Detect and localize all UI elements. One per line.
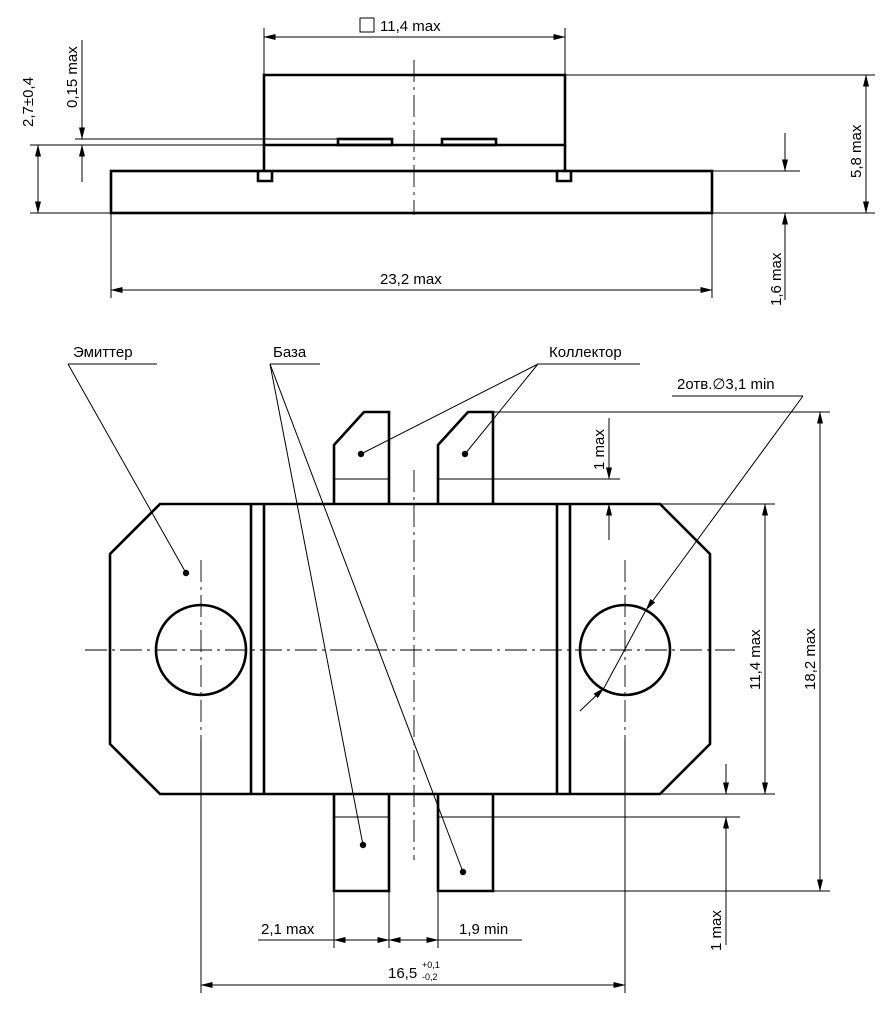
dim-flange-length: 23,2 max — [380, 271, 442, 288]
dim-lead-width: 2,1 max — [261, 921, 315, 938]
dim-height-total: 5,8 max — [848, 124, 865, 178]
flange-outline — [109, 169, 714, 215]
lead-left-side — [336, 137, 394, 147]
top-view: Эмиттер База Коллектор 2отв.∅3,1 min 1 m… — [67, 344, 830, 993]
dim-body-width: 11,4 max — [747, 629, 764, 690]
dim-flange-thickness: 1,6 max — [768, 252, 785, 306]
label-base: База — [273, 344, 307, 361]
dim-square-width: 11,4 max — [380, 18, 441, 35]
base-lead-right — [436, 794, 495, 893]
cap-body-outline — [262, 73, 567, 147]
label-emitter: Эмиттер — [73, 344, 133, 361]
label-holes: 2отв.∅3,1 min — [677, 376, 775, 393]
dim-lead-height: 2,7±0,4 — [20, 77, 37, 127]
dim-total-height: 18,2 max — [802, 628, 819, 690]
collector-lead-left — [332, 410, 391, 504]
dim-lead-gap: 1 max — [591, 429, 608, 470]
lead-right-side — [440, 137, 498, 147]
dim-lead-spacing: 1,9 min — [459, 921, 508, 938]
side-view: 11,4 max 5,8 max 1,6 max 23,2 max 2,7±0,… — [20, 17, 875, 306]
left-notch — [256, 171, 274, 183]
base-lead-left — [332, 794, 391, 893]
dim-hole-pitch: 16,5 — [388, 965, 417, 982]
collector-lead-right — [436, 410, 495, 504]
label-collector: Коллектор — [549, 344, 622, 361]
dim-hole-pitch-tol-lower: -0,2 — [422, 972, 438, 982]
flange-top-outline — [108, 502, 712, 796]
dim-lead-thickness: 0,15 max — [64, 46, 81, 108]
dim-lead-offset: 1 max — [708, 910, 725, 951]
right-notch — [555, 171, 573, 183]
square-symbol-icon — [359, 17, 375, 33]
dim-hole-pitch-tol-upper: +0,1 — [422, 960, 440, 970]
